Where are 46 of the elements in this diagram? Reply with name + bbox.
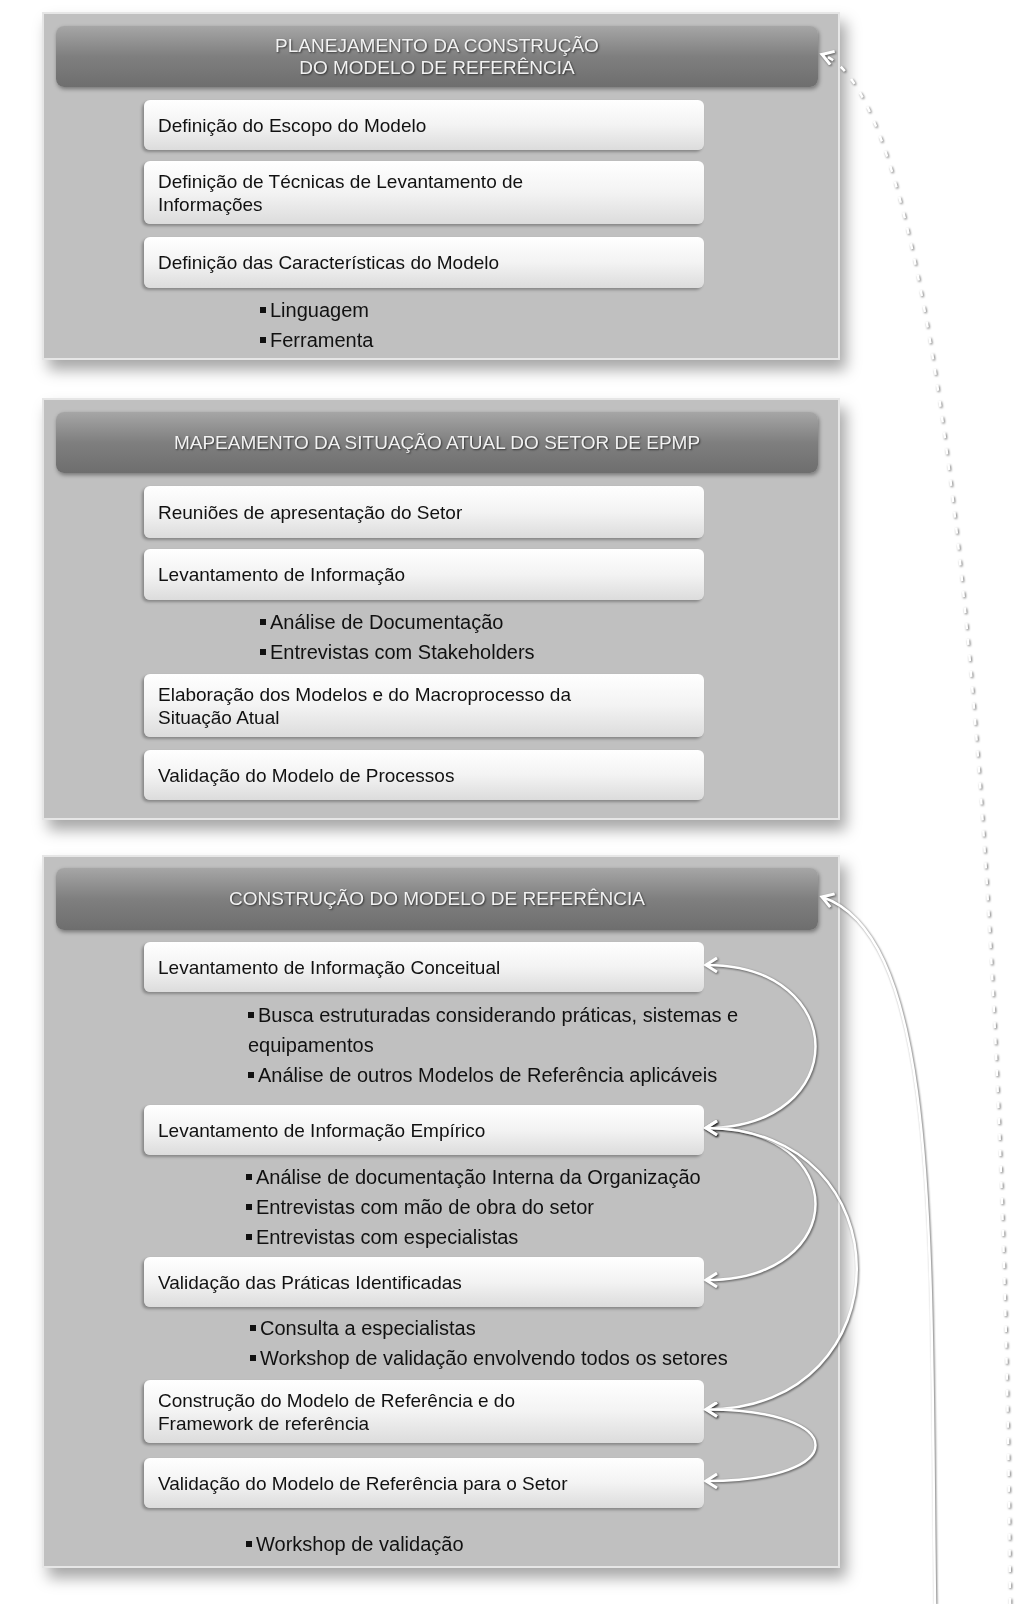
bullet-item: Linguagem xyxy=(260,295,560,325)
bullet-item: Entrevistas com mão de obra do setor xyxy=(246,1192,806,1222)
bullet-item: Entrevistas com Stakeholders xyxy=(260,637,680,667)
bullet-item: Workshop de validação envolvendo todos os setores xyxy=(250,1343,810,1373)
bullet-item: Análise de Documentação xyxy=(260,607,680,637)
step-label: Reuniões de apresentação do Setor xyxy=(158,500,463,524)
bullet-item: Entrevistas com especialistas xyxy=(246,1222,806,1252)
step-box xyxy=(144,237,704,288)
phase-header xyxy=(56,868,818,930)
step-label: Definição do Escopo do Modelo xyxy=(158,113,427,137)
step-box xyxy=(144,1380,704,1443)
phase-title: MAPEAMENTO DA SITUAÇÃO ATUAL DO SETOR DE EPMP xyxy=(173,431,701,454)
phase-panel xyxy=(42,855,840,1568)
step-box xyxy=(144,549,704,600)
step-label: Levantamento de Informação xyxy=(158,563,406,586)
bullet-item: Análise de documentação Interna da Organização xyxy=(246,1162,806,1192)
step-label: Definição de Técnicas de Levantamento de Informações xyxy=(158,169,525,216)
step-box xyxy=(144,1105,704,1155)
bullet-item: Análise de outros Modelos de Referência aplicáveis xyxy=(248,1060,808,1090)
phase-panel xyxy=(42,12,840,360)
step-label: Construção do Modelo de Referência e do Framework de referência xyxy=(158,1388,516,1435)
bullet-item: Ferramenta xyxy=(260,325,560,355)
step-box xyxy=(144,161,704,224)
step-label: Validação das Práticas Identificadas xyxy=(158,1270,462,1294)
step-box xyxy=(144,674,704,737)
arrow xyxy=(704,1401,817,1490)
phase-header xyxy=(56,412,818,473)
step-label: Definição das Características do Modelo xyxy=(158,251,500,274)
step-box xyxy=(144,100,704,150)
phase-panel xyxy=(42,398,840,820)
step-label: Validação do Modelo de Referência para o Setor xyxy=(158,1471,568,1495)
step-label: Levantamento de Informação Conceitual xyxy=(158,955,501,979)
step-box xyxy=(144,942,704,992)
step-box xyxy=(144,750,704,800)
step-label: Validação do Modelo de Processos xyxy=(158,763,455,787)
phase-header xyxy=(56,26,818,87)
bullet-item: Busca estruturadas considerando práticas, sistemas e equipamentos xyxy=(248,1000,808,1060)
step-box xyxy=(144,486,704,538)
bullet-item: Consulta a especialistas xyxy=(250,1313,810,1343)
step-box xyxy=(144,1257,704,1307)
phase-title: CONSTRUÇÃO DO MODELO DE REFERÊNCIA xyxy=(229,888,645,910)
step-label: Levantamento de Informação Empírico xyxy=(158,1118,486,1142)
bullet-item: Workshop de validação xyxy=(246,1529,646,1559)
step-box xyxy=(144,1458,704,1508)
phase-title: PLANEJAMENTO DA CONSTRUÇÃO DO MODELO DE REFERÊNCIA xyxy=(274,34,600,79)
step-label: Elaboração dos Modelos e do Macroprocesso da Situação Atual xyxy=(158,682,572,729)
